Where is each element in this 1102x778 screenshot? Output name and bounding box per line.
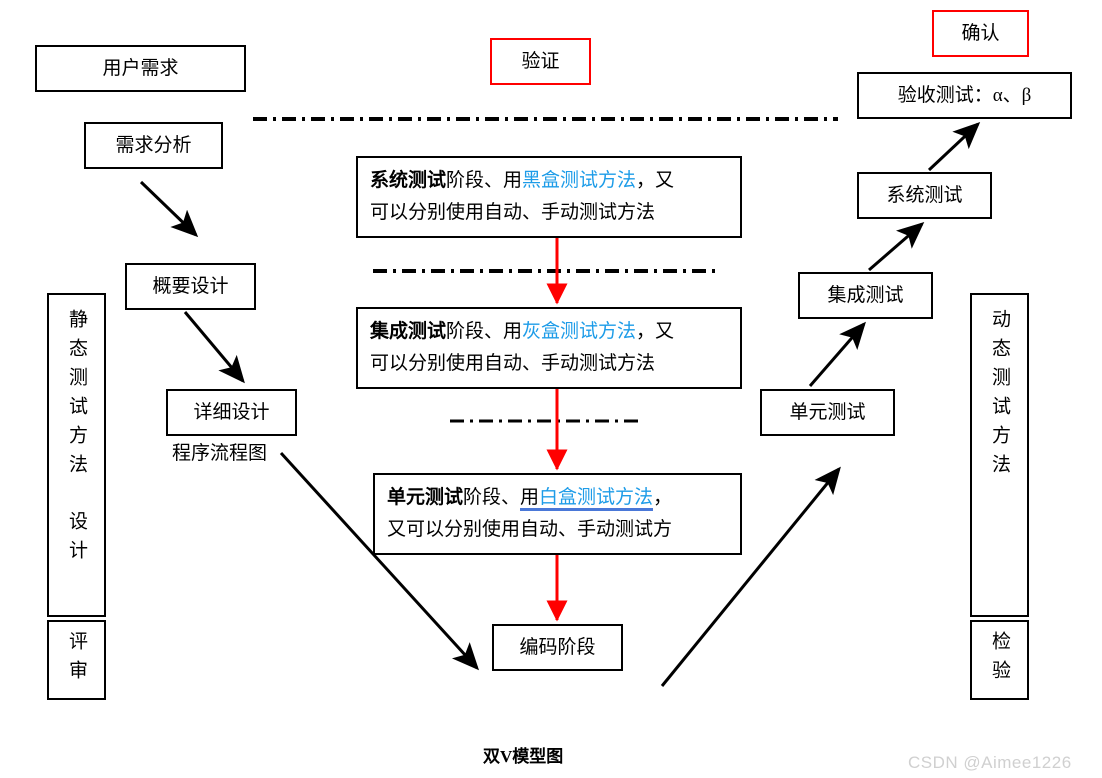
box-detail-design-label: 详细设计 bbox=[193, 401, 270, 423]
arrow-unit-to-integration-test bbox=[808, 321, 866, 387]
stage-unit-bold: 单元测试 bbox=[387, 486, 464, 508]
stage-integration-text1: 阶段、用 bbox=[446, 320, 523, 342]
box-verification: 验证 bbox=[490, 38, 591, 85]
stage-system-line1: 系统测试阶段、用黑盒测试方法，又 bbox=[370, 165, 728, 197]
box-review: 评审 bbox=[47, 620, 106, 700]
integration-test-label: 集成测试 bbox=[827, 284, 904, 306]
arrow-outline-to-detail bbox=[183, 311, 245, 384]
box-user-requirement-label: 用户需求 bbox=[102, 57, 179, 79]
stage-system-method: 黑盒测试方法 bbox=[522, 169, 637, 191]
box-outline-design-label: 概要设计 bbox=[152, 275, 229, 297]
box-system-test: 系统测试 bbox=[857, 172, 992, 219]
confirm-label: 确认 bbox=[961, 22, 1000, 44]
stage-unit-method: 白盒测试方法 bbox=[539, 486, 654, 511]
box-static-test-method: 静态测试方法 设计 bbox=[47, 293, 106, 617]
stage-unit-line2: 又可以分别使用自动、手动测试方 bbox=[387, 519, 673, 540]
box-stage-integration-test: 集成测试阶段、用灰盒测试方法，又 可以分别使用自动、手动测试方法 bbox=[356, 307, 742, 389]
stage-integration-text2: ，又 bbox=[636, 320, 675, 342]
dynamic-test-method-label: 动态测试方法 bbox=[989, 309, 1010, 483]
system-test-label: 系统测试 bbox=[886, 184, 963, 206]
stage-integration-line1: 集成测试阶段、用灰盒测试方法，又 bbox=[370, 316, 728, 348]
stage-system-text2: ，又 bbox=[636, 169, 675, 191]
watermark: CSDN @Aimee1226 bbox=[908, 753, 1072, 772]
box-user-requirement: 用户需求 bbox=[35, 45, 246, 92]
unit-test-label: 单元测试 bbox=[789, 401, 866, 423]
stage-integration-method: 灰盒测试方法 bbox=[522, 320, 637, 342]
static-test-method-label: 静态测试方法 bbox=[66, 309, 87, 483]
box-dynamic-test-method: 动态测试方法 bbox=[970, 293, 1029, 617]
box-outline-design: 概要设计 bbox=[125, 263, 256, 310]
box-acceptance-test: 验收测试：α、β bbox=[857, 72, 1072, 119]
stage-unit-line1: 单元测试阶段、用白盒测试方法， bbox=[387, 482, 728, 514]
label-program-flowchart: 程序流程图 bbox=[172, 443, 268, 464]
stage-system-bold: 系统测试 bbox=[370, 169, 447, 191]
inspection-label: 检验 bbox=[989, 631, 1010, 689]
box-stage-unit-test: 单元测试阶段、用白盒测试方法， 又可以分别使用自动、手动测试方 bbox=[373, 473, 742, 555]
static-design-label: 设计 bbox=[66, 511, 87, 569]
box-integration-test: 集成测试 bbox=[798, 272, 933, 319]
box-detail-design: 详细设计 bbox=[166, 389, 297, 436]
arrow-system-to-acceptance-test bbox=[927, 121, 981, 172]
box-stage-system-test: 系统测试阶段、用黑盒测试方法，又 可以分别使用自动、手动测试方法 bbox=[356, 156, 742, 238]
diagram-title: 双V模型图 bbox=[483, 747, 564, 766]
arrow-integration-to-system-test bbox=[868, 222, 925, 272]
acceptance-test-label: 验收测试：α、β bbox=[897, 84, 1032, 106]
stage-unit-use: 用 bbox=[520, 486, 540, 511]
coding-stage-label: 编码阶段 bbox=[519, 636, 596, 658]
box-inspection: 检验 bbox=[970, 620, 1029, 700]
stage-integration-bold: 集成测试 bbox=[370, 320, 447, 342]
verification-label: 验证 bbox=[521, 50, 560, 72]
box-unit-test: 单元测试 bbox=[760, 389, 895, 436]
box-requirement-analysis-label: 需求分析 bbox=[115, 134, 192, 156]
stage-system-text1: 阶段、用 bbox=[446, 169, 523, 191]
box-confirm: 确认 bbox=[932, 10, 1029, 57]
stage-unit-text2: ， bbox=[653, 486, 673, 508]
stage-unit-text1: 阶段、 bbox=[463, 486, 521, 508]
arrow-requirement-to-outline bbox=[139, 180, 199, 238]
stage-system-line2: 可以分别使用自动、手动测试方法 bbox=[370, 202, 656, 223]
box-requirement-analysis: 需求分析 bbox=[84, 122, 223, 169]
box-coding-stage: 编码阶段 bbox=[492, 624, 623, 671]
stage-integration-line2: 可以分别使用自动、手动测试方法 bbox=[370, 353, 656, 374]
review-label: 评审 bbox=[66, 631, 87, 689]
